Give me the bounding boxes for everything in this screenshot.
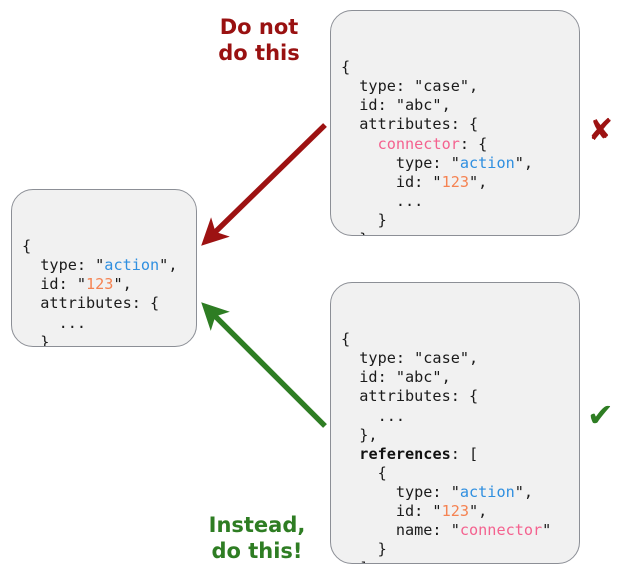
code-line: type: "action", (22, 256, 196, 275)
code-token: ] (341, 559, 368, 563)
code-line: }, (341, 426, 579, 445)
code-token: ", (159, 256, 178, 275)
code-line: attributes: { (341, 115, 579, 134)
code-line: { (341, 330, 579, 349)
code-token: : { (459, 134, 488, 153)
code-token: ... (22, 313, 87, 332)
code-line: type: "case", (341, 349, 579, 368)
code-line: references: [ (341, 445, 579, 464)
code-token: ", (469, 172, 488, 191)
code-line: type: "action", (341, 154, 579, 173)
code-token: ", (514, 153, 534, 172)
code-token: } (22, 332, 50, 347)
code-box-action-object: { type: "action", id: "123", attributes:… (11, 189, 197, 347)
code-token: 123 (86, 275, 114, 294)
code-token: { (341, 463, 387, 482)
cross-icon: ✘ (588, 113, 614, 148)
code-token (341, 445, 359, 463)
code-token: ", (469, 502, 488, 521)
code-token: { (341, 58, 351, 77)
code-token: id: "abc", (341, 368, 451, 387)
code-lines-references-array: { type: "case", id: "abc", attributes: {… (331, 321, 579, 563)
code-line: ... (22, 314, 196, 333)
code-token: ... (341, 406, 406, 425)
code-line: ] (341, 559, 579, 563)
code-box-nested-connector: { type: "case", id: "abc", attributes: {… (330, 10, 580, 236)
code-line: } (22, 332, 196, 347)
code-token: id: " (341, 172, 442, 191)
code-token: connector (377, 134, 460, 153)
code-token: } (341, 230, 368, 235)
code-token: id: " (22, 275, 87, 294)
code-line: id: "123", (341, 173, 579, 192)
code-token: name: " (341, 521, 460, 540)
code-token: : [ (450, 444, 479, 463)
code-token (341, 135, 378, 153)
code-line: id: "abc", (341, 368, 579, 387)
code-line: } (341, 230, 579, 235)
code-line: ... (341, 407, 579, 426)
code-line: name: "connector" (341, 521, 579, 540)
code-line: attributes: { (341, 387, 579, 406)
code-line: type: "action", (341, 483, 579, 502)
code-line: } (341, 211, 579, 230)
code-token: type: "case", (341, 349, 479, 368)
code-token: action (104, 256, 160, 275)
code-token: references (359, 444, 451, 463)
code-token: action (459, 153, 515, 172)
code-token: ", (113, 275, 132, 294)
code-token: attributes: { (22, 294, 160, 313)
code-line: id: "123", (22, 275, 196, 294)
code-token: attributes: { (341, 387, 479, 406)
code-line: type: "case", (341, 77, 579, 96)
code-line: connector: { (341, 135, 579, 154)
code-token: }, (341, 425, 378, 444)
code-lines-nested-connector: { type: "case", id: "abc", attributes: {… (331, 49, 579, 235)
code-line: { (22, 237, 196, 256)
code-token: id: " (341, 502, 442, 521)
code-token: ... (341, 191, 424, 210)
code-token: action (459, 482, 515, 501)
code-token: ", (514, 482, 534, 501)
code-token: } (341, 210, 387, 229)
code-line: attributes: { (22, 294, 196, 313)
check-icon: ✔ (587, 396, 614, 434)
bad-arrow (201, 123, 327, 246)
code-token: type: " (22, 256, 105, 275)
code-line: id: "abc", (341, 96, 579, 115)
code-token: } (341, 540, 387, 559)
code-token: " (542, 521, 552, 540)
code-line: id: "123", (341, 502, 579, 521)
good-arrow (201, 302, 327, 428)
code-line: } (341, 540, 579, 559)
code-line: ... (341, 192, 579, 211)
code-box-references-array: { type: "case", id: "abc", attributes: {… (330, 282, 580, 564)
code-line: { (341, 464, 579, 483)
code-token: 123 (441, 172, 470, 191)
code-token: id: "abc", (341, 96, 451, 115)
caption-instead-do-this: Instead, do this! (208, 513, 306, 563)
code-line: { (341, 58, 579, 77)
code-token: { (22, 237, 32, 256)
code-token: { (341, 330, 351, 349)
code-token: attributes: { (341, 115, 479, 134)
code-lines-action-object: { type: "action", id: "123", attributes:… (12, 228, 196, 347)
code-token: 123 (441, 502, 470, 521)
code-token: connector (459, 521, 543, 540)
code-token: type: " (341, 153, 460, 172)
code-token: type: "case", (341, 77, 479, 96)
code-token: type: " (341, 482, 460, 501)
caption-do-not-do-this: Do not do this (218, 15, 300, 65)
